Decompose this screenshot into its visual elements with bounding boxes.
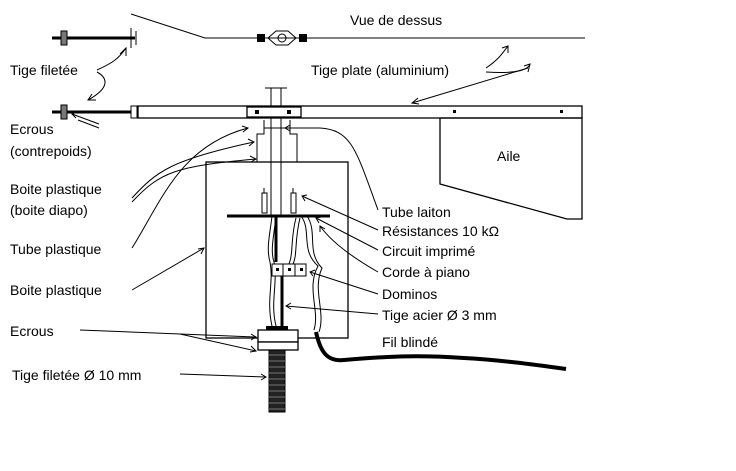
label-plastic-tube: Tube plastique (10, 241, 102, 257)
label-circuit-board: Circuit imprimé (382, 243, 476, 259)
label-plastic-box: Boite plastique (10, 282, 102, 298)
label-piano-wire: Corde à piano (382, 264, 470, 280)
shielded-wire (314, 331, 567, 371)
side-view-arm (52, 104, 583, 220)
label-steel-rod: Tige acier Ø 3 mm (382, 307, 497, 323)
label-plastic-box-2: (boite diapo) (10, 202, 88, 218)
label-nuts-counterweight-2: (contrepoids) (10, 143, 92, 159)
label-flat-rod: Tige plate (aluminium) (311, 62, 449, 78)
wing-shape (439, 117, 583, 220)
text-labels: Vue de dessus Tige filetée Tige plate (a… (10, 12, 521, 383)
label-nuts: Ecrous (10, 323, 54, 339)
label-wing: Aile (497, 148, 521, 164)
label-threaded-rod-10mm: Tige filetée Ø 10 mm (12, 367, 141, 383)
label-top-view: Vue de dessus (350, 12, 442, 28)
label-nuts-counterweight-1: Ecrous (10, 121, 54, 137)
label-threaded-rod: Tige filetée (10, 62, 78, 78)
label-terminal-blocks: Dominos (382, 286, 437, 302)
leader-lines (71, 45, 531, 381)
label-resistors: Résistances 10 kΩ (382, 223, 499, 239)
label-brass-tube: Tube laiton (382, 204, 451, 220)
label-plastic-box-1: Boite plastique (10, 181, 102, 197)
label-shielded-wire: Fil blindé (382, 334, 438, 350)
top-view-drawing (52, 13, 585, 48)
flat-rod (137, 105, 583, 119)
central-assembly (205, 87, 567, 413)
